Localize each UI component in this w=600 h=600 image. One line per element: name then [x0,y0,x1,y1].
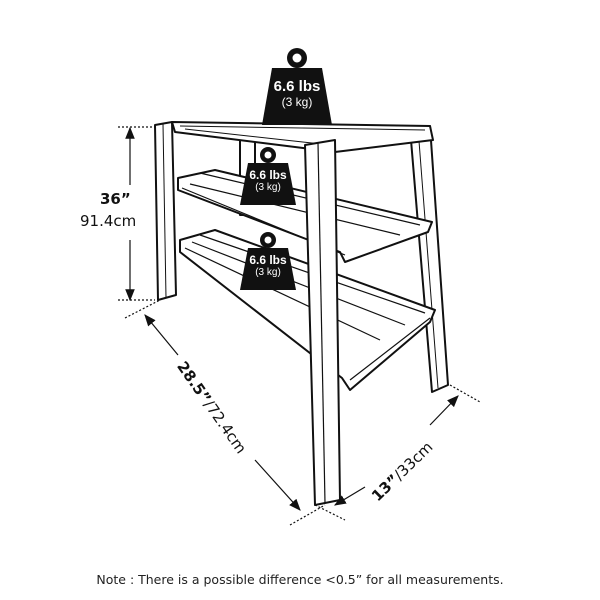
measurement-note: Note : There is a possible difference <0… [96,572,504,587]
weight-icon-top [262,48,332,125]
weight-icon-bottom [240,232,296,290]
weight-lbs: 6.6 lbs [249,253,287,267]
height-imperial: 36” [100,190,131,208]
weight-kg: (3 kg) [255,182,281,193]
weight-label-bottom: 6.6 lbs (3 kg) [240,253,296,278]
weight-kg: (3 kg) [281,95,313,109]
weight-icon-middle [240,147,296,205]
weight-kg: (3 kg) [255,267,281,278]
weight-label-middle: 6.6 lbs (3 kg) [240,168,296,193]
weight-lbs: 6.6 lbs [273,78,321,95]
height-metric: 91.4cm [80,212,137,230]
weight-label-top: 6.6 lbs (3 kg) [262,78,332,109]
weight-lbs: 6.6 lbs [249,168,287,182]
